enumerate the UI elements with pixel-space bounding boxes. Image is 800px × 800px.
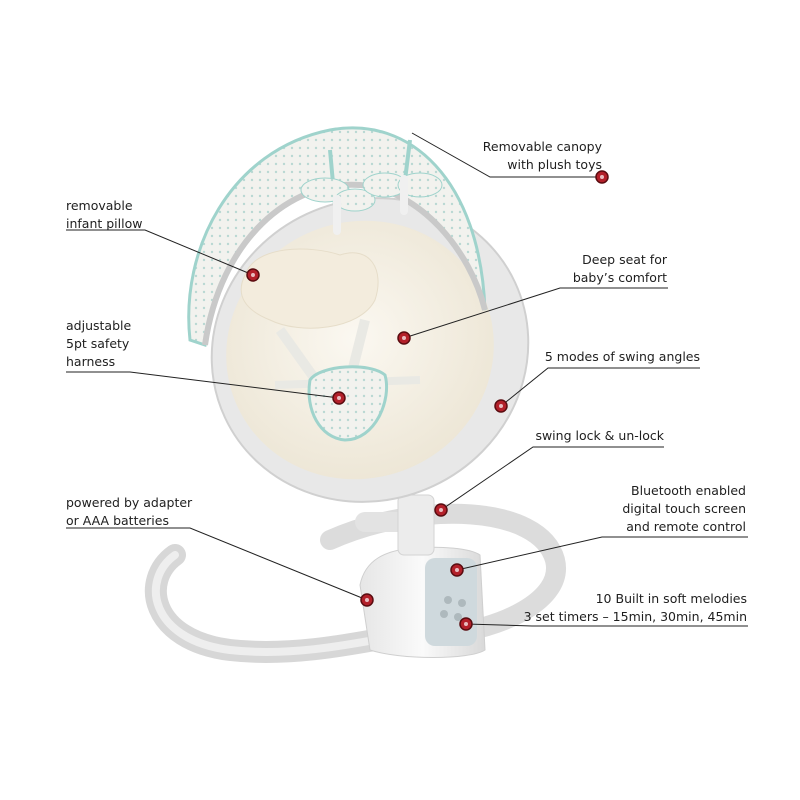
callout-bluetooth-line-3: and remote control xyxy=(626,519,746,534)
callout-power: powered by adapter or AAA batteries xyxy=(66,494,192,530)
infant-pillow xyxy=(240,248,379,329)
callout-seat-line-1: Deep seat for xyxy=(582,252,667,267)
callout-harness-line-3: harness xyxy=(66,354,116,369)
callout-bluetooth: Bluetooth enabled digital touch screen a… xyxy=(622,482,746,536)
leader-line-canopy xyxy=(411,132,602,178)
leader-line-swing-lock xyxy=(440,446,664,511)
callout-swing-lock: swing lock & un-lock xyxy=(535,427,664,445)
leader-line-power xyxy=(66,527,368,601)
callout-seat-line-2: baby’s comfort xyxy=(572,270,667,285)
marker-highlight-swing-angles xyxy=(499,404,503,408)
marker-highlight-swing-lock xyxy=(439,508,443,512)
callout-swing-angles-line-1: 5 modes of swing angles xyxy=(544,349,700,364)
callout-pillow-line-2: infant pillow xyxy=(66,216,143,231)
leader-line-harness xyxy=(66,371,340,399)
marker-highlight-bluetooth xyxy=(455,568,459,572)
callout-canopy-line-1: Removable canopy xyxy=(482,139,602,154)
center-post xyxy=(397,494,435,556)
leader-line-swing-angles xyxy=(500,367,700,407)
marker-highlight-canopy xyxy=(600,175,604,179)
callout-harness-line-2: 5pt safety xyxy=(66,336,130,351)
harness-pad xyxy=(307,365,388,442)
marker-highlight-pillow xyxy=(251,273,255,277)
marker-highlight-power xyxy=(365,598,369,602)
callout-seat: Deep seat for baby’s comfort xyxy=(573,251,667,287)
callout-canopy: Removable canopy with plush toys xyxy=(483,138,602,174)
leader-line-seat xyxy=(403,287,668,339)
callout-canopy-line-2: with plush toys xyxy=(507,157,602,172)
marker-highlight-seat xyxy=(402,336,406,340)
callout-melodies: 10 Built in soft melodies 3 set timers –… xyxy=(524,590,747,626)
callout-bluetooth-line-1: Bluetooth enabled xyxy=(631,483,746,498)
callout-power-line-1: powered by adapter xyxy=(66,495,193,510)
leader-line-pillow xyxy=(66,229,254,276)
callout-pillow: removable infant pillow xyxy=(66,197,142,233)
callout-bluetooth-line-2: digital touch screen xyxy=(622,501,746,516)
callout-power-line-2: or AAA batteries xyxy=(66,513,169,528)
callout-melodies-line-1: 10 Built in soft melodies xyxy=(595,591,747,606)
callout-harness: adjustable 5pt safety harness xyxy=(66,317,131,371)
leader-line-melodies xyxy=(465,623,748,627)
callout-harness-line-1: adjustable xyxy=(66,318,132,333)
callout-pillow-line-1: removable xyxy=(66,198,133,213)
callout-swing-angles: 5 modes of swing angles xyxy=(545,348,700,366)
callout-swing-lock-line-1: swing lock & un-lock xyxy=(535,428,664,443)
leader-line-bluetooth xyxy=(456,536,748,571)
callout-melodies-line-2: 3 set timers – 15min, 30min, 45min xyxy=(523,609,747,624)
marker-highlight-harness xyxy=(337,396,341,400)
marker-highlight-melodies xyxy=(464,622,468,626)
